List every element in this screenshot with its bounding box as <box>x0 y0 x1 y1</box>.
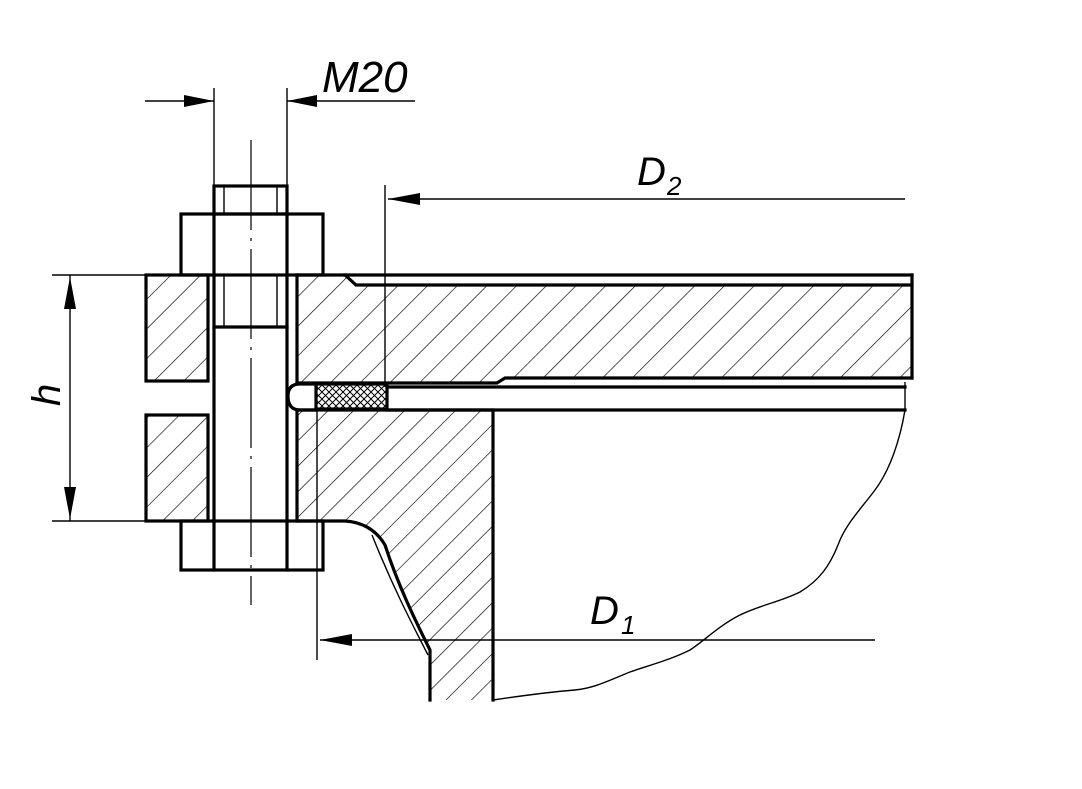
d1-label: D <box>590 589 619 633</box>
dimension-d2: D 2 <box>384 150 905 387</box>
cover-plate <box>295 273 914 385</box>
dimension-h: h <box>25 274 146 522</box>
bolt-size-label: M20 <box>322 53 408 102</box>
d2-subscript: 2 <box>666 171 682 201</box>
bottom-nut <box>179 519 325 572</box>
lower-flange-hatch <box>297 410 493 700</box>
dimension-m20: M20 <box>145 53 415 186</box>
height-label: h <box>25 384 69 406</box>
left-lower-block <box>144 413 210 523</box>
cover-plate-hatch <box>297 275 912 383</box>
lower-flange <box>295 408 495 702</box>
gasket <box>286 382 389 412</box>
inner-pipe-lines <box>385 382 907 412</box>
dimension-d1: D 1 <box>316 410 875 660</box>
d1-subscript: 1 <box>621 610 635 640</box>
left-upper-block <box>144 273 210 383</box>
break-line <box>492 409 906 701</box>
d2-label: D <box>637 150 666 194</box>
